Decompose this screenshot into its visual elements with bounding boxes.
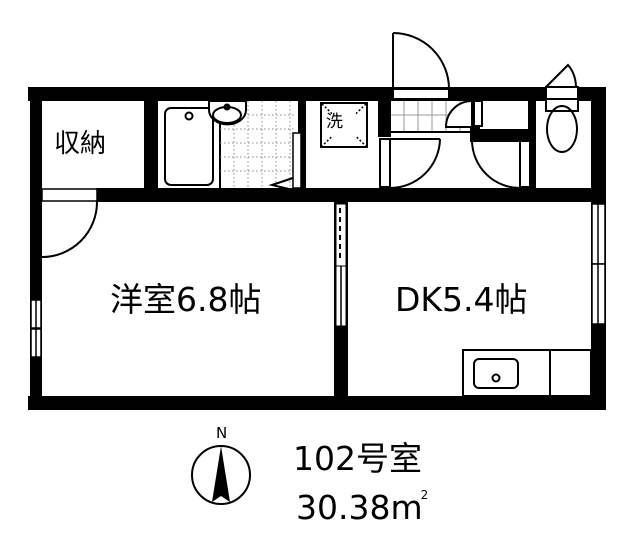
window-right bbox=[591, 203, 606, 325]
washing-machine-icon bbox=[320, 102, 368, 148]
area-unit-superscript: 2 bbox=[420, 488, 429, 502]
unit-number: 102号室 bbox=[293, 439, 422, 478]
sliding-door-divider bbox=[335, 203, 347, 327]
toilet-icon bbox=[543, 63, 579, 153]
room-label-storage: 収納 bbox=[54, 129, 107, 159]
western-room-door-icon bbox=[41, 201, 98, 258]
washing-machine-label: 洗 bbox=[326, 112, 343, 132]
area-value: 30.38 bbox=[296, 488, 391, 527]
window-left bbox=[30, 299, 42, 358]
area-unit: m bbox=[390, 488, 423, 527]
compass-north-label: N bbox=[216, 424, 228, 442]
washbasin-icon bbox=[208, 100, 247, 126]
north-arrow-icon bbox=[191, 445, 251, 505]
room-label-dk: DK5.4帖 bbox=[395, 280, 528, 319]
bathtub-icon bbox=[164, 107, 214, 186]
room-label-western: 洋室6.8帖 bbox=[110, 280, 262, 319]
kitchen-counter-icon bbox=[462, 349, 592, 397]
entrance-door-icon bbox=[392, 32, 450, 100]
unit-area: 30.38m2 bbox=[296, 489, 428, 524]
